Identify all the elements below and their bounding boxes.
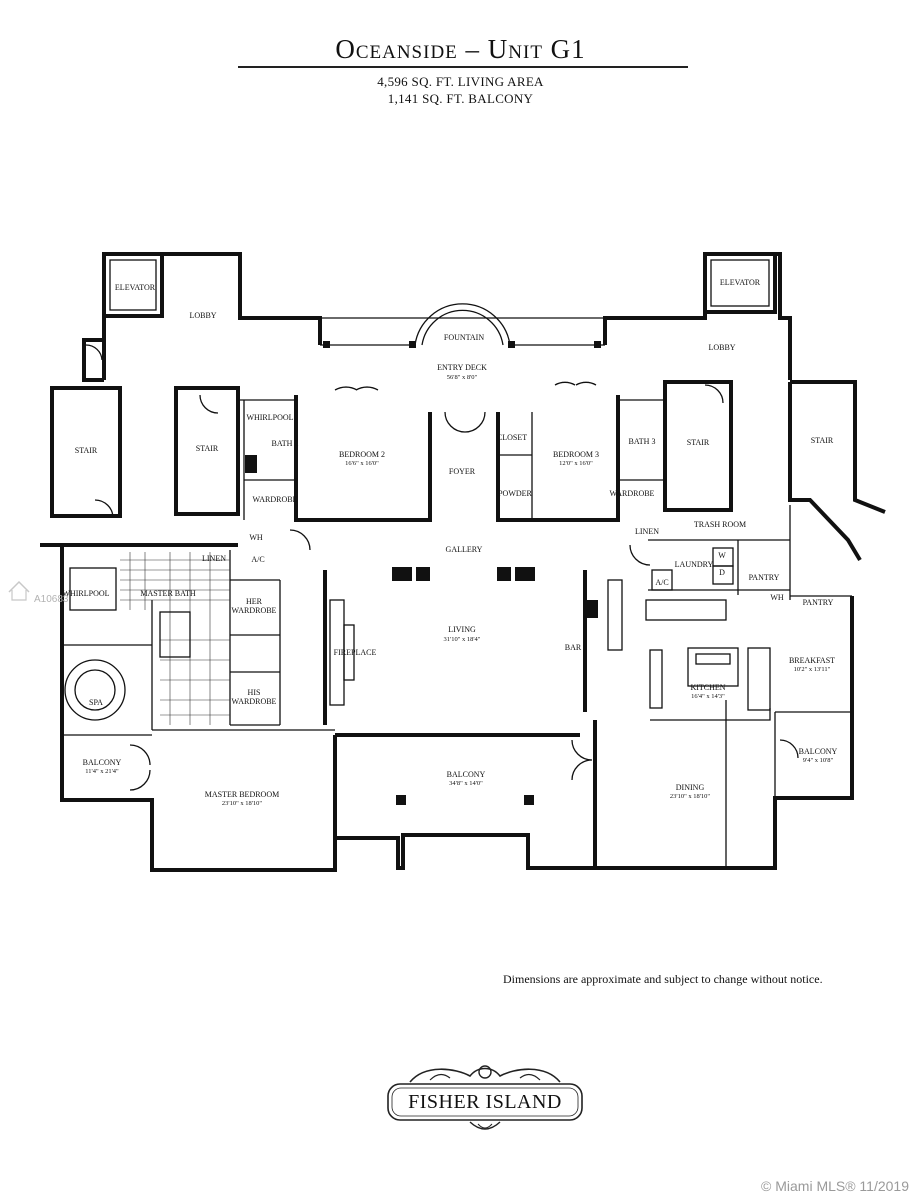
label-pantry1: PANTRY: [749, 573, 780, 582]
interior-walls: [62, 399, 852, 870]
label-d: D: [719, 568, 725, 577]
label-spa: SPA: [89, 698, 103, 707]
label-dining: DINING: [676, 783, 705, 792]
label-stair-outer-left: STAIR: [75, 446, 98, 455]
fountain-arc: [414, 303, 511, 346]
label-balcony-left: BALCONY: [83, 758, 122, 767]
label-bath3: BATH 3: [629, 437, 656, 446]
label-wh-right: WH: [770, 593, 784, 602]
logo-text: FISHER ISLAND: [408, 1091, 562, 1113]
label-bedroom2-dim: 16'6" x 16'0": [345, 460, 379, 467]
label-master-bedroom: MASTER BEDROOM: [205, 790, 279, 799]
label-balcony-center: BALCONY: [447, 770, 486, 779]
title-rule: [238, 66, 688, 68]
mls-house-icon: [8, 580, 30, 601]
plan-title: Oceanside – Unit G1: [335, 34, 586, 64]
label-breakfast: BREAKFAST: [789, 656, 835, 665]
label-bath2: BATH 2: [272, 439, 299, 448]
label-fountain: FOUNTAIN: [444, 333, 484, 342]
label-gallery: GALLERY: [446, 545, 483, 554]
label-foyer: FOYER: [449, 467, 476, 476]
label-elevator-left: ELEVATOR: [115, 283, 156, 292]
label-stair-outer-right: STAIR: [811, 436, 834, 445]
master-whirlpool-tub: [69, 567, 117, 611]
stair-inner-right: [663, 380, 733, 512]
label-master-bedroom-dim: 23'10" x 18'10": [222, 800, 262, 807]
elevator-right-shaft: [703, 252, 777, 314]
label-linen-right: LINEN: [635, 527, 659, 536]
label-pantry2: PANTRY: [803, 598, 834, 607]
label-trash-room: TRASH ROOM: [694, 520, 746, 529]
label-entry-deck: ENTRY DECK: [437, 363, 487, 372]
label-wardrobe-b3: WARDROBE: [610, 489, 655, 498]
logo-ornament-icon: [387, 1065, 583, 1130]
label-lobby-right: LOBBY: [708, 343, 735, 352]
label-w: W: [718, 551, 726, 560]
label-lobby-left: LOBBY: [189, 311, 216, 320]
label-ac-right: A/C: [655, 578, 668, 587]
label-bar: BAR: [565, 643, 582, 652]
label-his-wardrobe-2: WARDROBE: [232, 697, 277, 706]
master-bath-tile-grid: [64, 552, 230, 725]
disclaimer: Dimensions are approximate and subject t…: [503, 972, 823, 986]
label-living: LIVING: [448, 625, 476, 634]
stair-outer-right: [790, 380, 886, 514]
label-entry-deck-dim: 56'8" x 8'0": [447, 374, 478, 381]
mls-watermark: © Miami MLS® 11/2019: [761, 1178, 909, 1194]
label-kitchen-dim: 16'4" x 14'3": [691, 693, 725, 700]
living-area-text: 4,596 SQ. FT. LIVING AREA: [377, 74, 544, 89]
label-fireplace: FIREPLACE: [334, 648, 377, 657]
label-powder: POWDER: [498, 489, 532, 498]
label-dining-dim: 23'10" x 18'10": [670, 793, 710, 800]
listing-id: A10683: [34, 594, 69, 605]
label-his-wardrobe-1: HIS: [248, 688, 261, 697]
label-balcony-right-dim: 9'4" x 10'8": [803, 757, 834, 764]
label-balcony-center-dim: 34'8" x 14'0": [449, 780, 483, 787]
label-whirlpool-master: WHIRLPOOL: [62, 589, 109, 598]
label-laundry: LAUNDRY: [675, 560, 714, 569]
door-swings: [85, 344, 799, 791]
label-wardrobe-b2: WARDROBE: [253, 495, 298, 504]
kitchen-island: [687, 647, 739, 687]
label-whirlpool-top: WHIRLPOOL: [246, 413, 293, 422]
label-elevator-right: ELEVATOR: [720, 278, 761, 287]
label-ac-left: A/C: [251, 555, 264, 564]
label-bedroom3: BEDROOM 3: [553, 450, 599, 459]
fireplace-hearth: [343, 624, 355, 681]
stair-inner-left: [174, 386, 240, 516]
label-bedroom2: BEDROOM 2: [339, 450, 385, 459]
label-bedroom3-dim: 12'0" x 16'0": [559, 460, 593, 467]
label-her-wardrobe-1: HER: [246, 597, 263, 606]
label-linen-left: LINEN: [202, 554, 226, 563]
elevator-left-shaft: [102, 252, 164, 318]
label-living-dim: 31'10" x 18'4": [444, 636, 481, 643]
label-balcony-left-dim: 11'4" x 21'4": [85, 768, 119, 775]
room-labels: ELEVATOR ELEVATOR LOBBY LOBBY FOUNTAIN E…: [62, 278, 837, 807]
fisher-island-logo: FISHER ISLAND: [380, 1058, 590, 1144]
label-balcony-right: BALCONY: [799, 747, 838, 756]
label-her-wardrobe-2: WARDROBE: [232, 606, 277, 615]
label-master-bath: MASTER BATH: [140, 589, 196, 598]
balcony-area-text: 1,141 SQ. FT. BALCONY: [387, 91, 534, 106]
label-stair-inner-right: STAIR: [687, 438, 710, 447]
label-wh-left: WH: [249, 533, 263, 542]
label-closet: CLOSET: [497, 433, 527, 442]
label-breakfast-dim: 10'2" x 13'11": [794, 666, 831, 673]
spa-tub: [64, 659, 126, 721]
columns: [245, 341, 601, 805]
stair-outer-left: [50, 386, 122, 518]
label-kitchen: KITCHEN: [690, 683, 725, 692]
label-stair-inner-left: STAIR: [196, 444, 219, 453]
